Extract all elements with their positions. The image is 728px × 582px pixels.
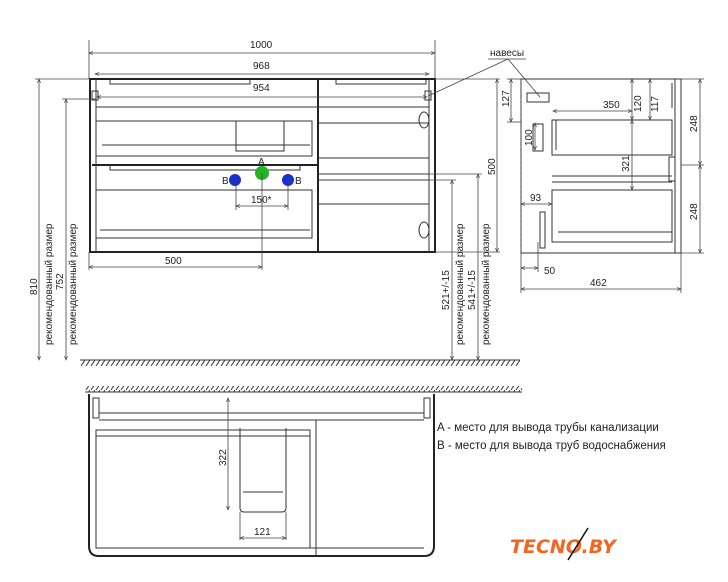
- legend-b: B - место для вывода труб водоснабжения: [437, 440, 666, 452]
- dim-810: 810: [29, 278, 40, 295]
- dim-150: 150*: [251, 195, 272, 206]
- dim-93: 93: [530, 193, 542, 204]
- dim-127: 127: [501, 90, 512, 107]
- dim-321: 321: [621, 155, 632, 172]
- dim-521-note: рекомендованный размер: [455, 223, 466, 345]
- dim-968: 968: [253, 61, 270, 72]
- dim-954: 954: [253, 83, 270, 94]
- dim-541-note: рекомендованный размер: [481, 223, 492, 345]
- top-view: [88, 394, 435, 557]
- dim-248-bottom: 248: [689, 203, 700, 220]
- legend-a: A - место для вывода трубы канализации: [437, 422, 659, 434]
- floor-hatch: [80, 360, 520, 366]
- dim-117: 117: [650, 96, 661, 112]
- wall-hatch: [85, 386, 522, 392]
- point-b-water-left: [229, 174, 241, 186]
- dim-500-vertical: 500: [487, 158, 498, 175]
- dim-810-note: рекомендованный размер: [44, 223, 55, 345]
- dim-752: 752: [55, 273, 66, 290]
- dim-752-note: рекомендованный размер: [68, 223, 79, 345]
- label-a: A: [258, 157, 265, 168]
- dim-541: 541+/-15: [467, 270, 478, 310]
- dim-120: 120: [633, 95, 644, 112]
- hinge-icon: [418, 111, 430, 129]
- logo-bolt-icon: [567, 527, 589, 561]
- dim-322: 322: [218, 449, 229, 466]
- dim-50: 50: [544, 266, 556, 277]
- dim-100: 100: [524, 129, 535, 146]
- dim-1000: 1000: [250, 40, 273, 51]
- tecno-by-logo: TECNO.BY: [510, 536, 618, 558]
- side-view: [520, 78, 682, 254]
- dim-121: 121: [254, 527, 271, 538]
- hinge-icon: [418, 221, 430, 239]
- dim-248-top: 248: [689, 115, 700, 132]
- label-b-right: B: [295, 176, 302, 187]
- dim-521: 521+/-15: [441, 270, 452, 310]
- label-b-left: B: [222, 176, 229, 187]
- hinges-label: навесы: [490, 48, 524, 59]
- dim-462: 462: [590, 278, 607, 289]
- dim-350: 350: [603, 100, 620, 111]
- dim-500-horizontal: 500: [165, 256, 182, 267]
- front-view: [89, 78, 436, 253]
